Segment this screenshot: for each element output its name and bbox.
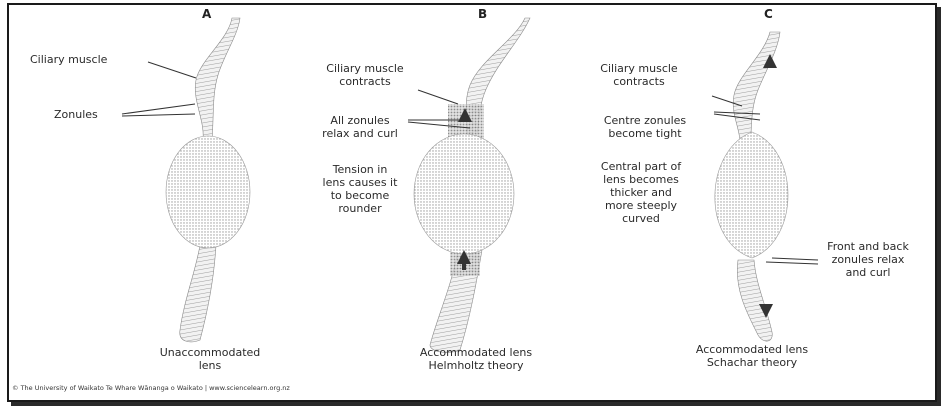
panel-b-letter: B [478,7,487,21]
panel-a-letter: A [202,7,211,21]
panel-c-ciliary-label: Ciliary muscle contracts [574,62,704,88]
panel-c-letter: C [764,7,773,21]
panel-a-ciliary-lower [180,245,216,342]
panel-c-central-part-label: Central part of lens becomes thicker and… [574,160,708,225]
panel-b-lens [414,134,514,254]
panel-b-zonules-label: All zonules relax and curl [300,114,420,140]
panel-a-caption: Unaccommodated lens [140,346,280,372]
panel-b-tension-label: Tension in lens causes it to become roun… [298,163,422,215]
panel-b-caption: Accommodated lens Helmholtz theory [396,346,556,372]
panel-c-ciliary-body [733,32,780,150]
panel-c-centre-label: Centre zonules become tight [580,114,710,140]
panel-c-lens [715,132,788,258]
panel-a-lens [166,136,250,248]
copyright-credit: © The University of Waikato Te Whare Wān… [12,384,290,392]
panel-a-zonules-label: Zonules [54,108,98,121]
panel-a-ciliary-label: Ciliary muscle [30,53,107,66]
panel-c-ciliary-lower [737,260,772,341]
panel-b-ciliary-label: Ciliary muscle contracts [300,62,430,88]
panel-a-ciliary-body [195,18,240,140]
panel-c-front-back-label: Front and back zonules relax and curl [808,240,928,279]
panel-a-illustration [122,18,250,342]
panel-c-illustration [712,32,818,341]
panel-c-caption: Accommodated lens Schachar theory [672,343,832,369]
